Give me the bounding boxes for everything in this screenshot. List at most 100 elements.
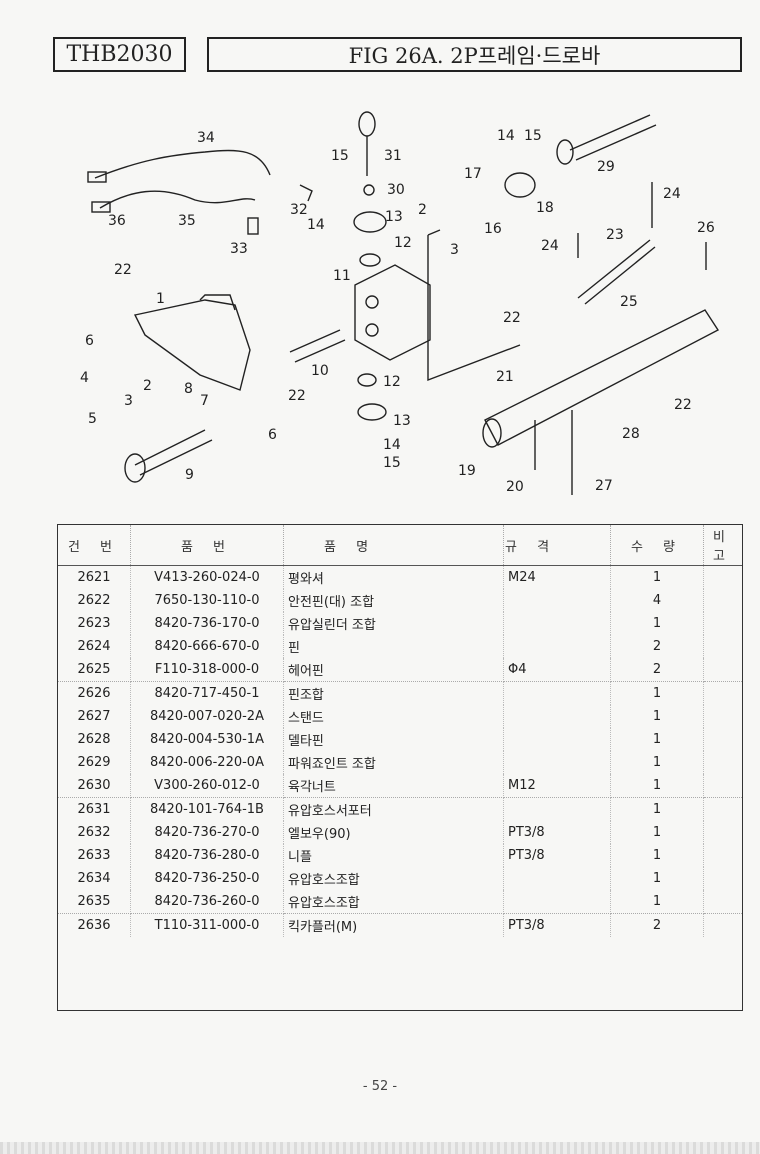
header-note: 비 고 bbox=[703, 525, 742, 566]
cell-spec bbox=[503, 797, 611, 821]
callout-label: 22 bbox=[288, 388, 306, 404]
cell-part: 8420-736-270-0 bbox=[130, 821, 284, 844]
cell-note bbox=[704, 635, 743, 658]
callout-label: 1 bbox=[156, 291, 165, 307]
cell-no: 2633 bbox=[58, 844, 131, 867]
coupler-36a bbox=[87, 171, 107, 183]
callout-label: 23 bbox=[606, 227, 624, 243]
cell-name: 유압호스조합 bbox=[283, 890, 504, 914]
cell-part: 8420-736-260-0 bbox=[130, 890, 284, 914]
cell-part: 8420-717-450-1 bbox=[130, 681, 284, 705]
cell-part: V413-260-024-0 bbox=[130, 565, 284, 589]
cell-no: 2634 bbox=[58, 867, 131, 890]
callout-label: 25 bbox=[620, 294, 638, 310]
cell-part: T110-311-000-0 bbox=[130, 913, 284, 937]
cell-note bbox=[704, 821, 743, 844]
cell-spec bbox=[503, 681, 611, 705]
cell-qty: 1 bbox=[610, 751, 704, 774]
callout-label: 12 bbox=[394, 235, 412, 251]
callout-label: 14 bbox=[497, 128, 515, 144]
cell-part: 8420-101-764-1B bbox=[130, 797, 284, 821]
cell-spec: PT3/8 bbox=[503, 821, 611, 844]
cell-note bbox=[704, 682, 743, 706]
drawbar-19 bbox=[484, 309, 720, 446]
callout-label: 22 bbox=[674, 397, 692, 413]
cell-no: 2630 bbox=[58, 774, 131, 798]
cell-name: 유압호스조합 bbox=[283, 867, 504, 890]
callout-label: 3 bbox=[124, 393, 133, 409]
cell-name: 평와셔 bbox=[283, 565, 504, 589]
cell-part: 8420-736-170-0 bbox=[130, 612, 284, 635]
cell-note bbox=[703, 774, 742, 798]
callout-label: 19 bbox=[458, 463, 476, 479]
cell-spec: PT3/8 bbox=[503, 844, 611, 867]
callout-label: 3 bbox=[450, 242, 459, 258]
cell-part: 8420-004-530-1A bbox=[130, 728, 284, 751]
cell-qty: 1 bbox=[610, 797, 704, 821]
callout-label: 28 bbox=[622, 426, 640, 442]
cell-spec: Φ4 bbox=[503, 658, 611, 682]
callout-label: 27 bbox=[595, 478, 613, 494]
cell-no: 2624 bbox=[58, 635, 131, 658]
model-label: THB2030 bbox=[53, 37, 186, 72]
frame-1 bbox=[133, 299, 251, 391]
cell-qty: 1 bbox=[610, 890, 704, 914]
cell-note bbox=[704, 844, 743, 867]
block-11 bbox=[354, 264, 431, 361]
callout-label: 13 bbox=[385, 209, 403, 225]
cell-qty: 1 bbox=[610, 867, 704, 890]
cell-qty: 1 bbox=[610, 728, 704, 751]
callout-label: 18 bbox=[536, 200, 554, 216]
cell-qty: 1 bbox=[610, 565, 704, 589]
cell-note bbox=[704, 728, 743, 751]
cell-name: 델타핀 bbox=[283, 728, 504, 751]
callout-label: 24 bbox=[663, 186, 681, 202]
cell-spec bbox=[503, 728, 611, 751]
cell-no: 2621 bbox=[58, 565, 131, 589]
callout-label: 34 bbox=[197, 130, 215, 146]
cell-name: 엘보우(90) bbox=[283, 821, 504, 844]
cell-qty: 2 bbox=[610, 635, 704, 658]
callout-label: 22 bbox=[503, 310, 521, 326]
header-part: 품 번 bbox=[130, 525, 284, 566]
cell-name: 니플 bbox=[283, 844, 504, 867]
cell-note bbox=[704, 751, 743, 774]
cell-qty: 2 bbox=[610, 913, 704, 937]
callout-label: 31 bbox=[384, 148, 402, 164]
elbow-32 bbox=[299, 184, 313, 202]
cell-spec: M24 bbox=[503, 565, 611, 589]
bracket-13b bbox=[357, 403, 387, 421]
cell-spec: M12 bbox=[503, 774, 611, 798]
cell-name: 헤어핀 bbox=[283, 658, 504, 682]
callout-label: 35 bbox=[178, 213, 196, 229]
callout-label: 7 bbox=[200, 393, 209, 409]
cell-note bbox=[704, 867, 743, 890]
callout-label: 17 bbox=[464, 166, 482, 182]
diagram-parts bbox=[87, 111, 720, 495]
cell-no: 2629 bbox=[58, 751, 131, 774]
joint-29 bbox=[569, 114, 657, 161]
cell-name: 파워죠인트 조합 bbox=[283, 751, 504, 774]
cell-qty: 1 bbox=[610, 821, 704, 844]
cell-qty: 1 bbox=[610, 681, 704, 705]
cell-note bbox=[704, 612, 743, 635]
callout-label: 32 bbox=[290, 202, 308, 218]
table-header-row: 건 번 품 번 품 명 규 격 수 량 비 고 bbox=[58, 525, 742, 566]
callout-label: 14 bbox=[307, 217, 325, 233]
callout-label: 4 bbox=[80, 370, 89, 386]
header-spec: 규 격 bbox=[503, 525, 611, 566]
cell-spec bbox=[503, 751, 611, 774]
callout-label: 24 bbox=[541, 238, 559, 254]
callout-label: 8 bbox=[184, 381, 193, 397]
